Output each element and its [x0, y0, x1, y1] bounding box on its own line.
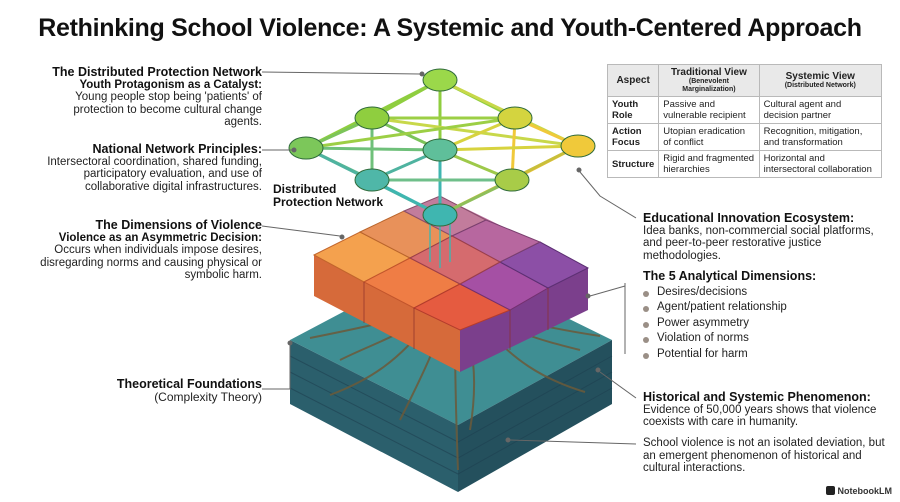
list-item: Power asymmetry [643, 316, 883, 332]
table-row: Action Focus Utopian eradication of conf… [606, 123, 883, 151]
national-principles-heading: National Network Principles: [92, 142, 262, 156]
theoretical-foundations-annotation: Theoretical Foundations (Complexity Theo… [34, 378, 262, 403]
historical-phenomenon-heading: Historical and Systemic Phenomenon: [643, 390, 871, 404]
analytical-dimensions-annotation: The 5 Analytical Dimensions: Desires/dec… [643, 270, 883, 362]
header-systemic-view: Systemic View(Distributed Network) [758, 64, 883, 97]
list-item: Agent/patient relationship [643, 300, 883, 316]
list-item: Potential for harm [643, 347, 883, 363]
emergent-phenomenon-text: School violence is not an isolated devia… [643, 437, 885, 474]
analytical-dimensions-list: Desires/decisions Agent/patient relation… [643, 285, 883, 363]
distributed-network-annotation: The Distributed Protection Network Youth… [34, 66, 262, 129]
violence-dimensions-heading: The Dimensions of Violence [95, 218, 262, 232]
national-principles-text: Intersectoral coordination, shared fundi… [47, 155, 262, 193]
header-aspect: Aspect [606, 64, 660, 97]
distributed-network-label: Distributed Protection Network [273, 182, 384, 209]
notebooklm-brand: NotebookLM [825, 486, 892, 496]
table-row: Structure Rigid and fragmented hierarchi… [606, 150, 883, 178]
historical-phenomenon-text: Evidence of 50,000 years shows that viol… [643, 403, 877, 429]
list-item: Desires/decisions [643, 285, 883, 301]
row-systemic-cell: Recognition, mitigation, and transformat… [758, 123, 883, 151]
table-row: Youth Role Passive and vulnerable recipi… [606, 96, 883, 124]
theoretical-foundations-heading: Theoretical Foundations [116, 377, 262, 391]
header-traditional-view: Traditional View(Benevolent Marginalizat… [658, 64, 760, 97]
asymmetric-decision-text: Occurs when individuals impose desires, … [40, 244, 262, 281]
comparison-table: Aspect Traditional View(Benevolent Margi… [606, 64, 883, 178]
page-title: Rethinking School Violence: A Systemic a… [38, 14, 862, 42]
youth-protagonism-subheading: Youth Protagonism as a Catalyst: [79, 78, 262, 91]
network-label: Distributed Protection Network [273, 183, 383, 209]
innovation-ecosystem-annotation: Educational Innovation Ecosystem: Idea b… [643, 212, 883, 262]
national-principles-annotation: National Network Principles: Intersector… [34, 143, 262, 193]
leader-lines [261, 71, 637, 445]
row-systemic-cell: Cultural agent and decision partner [758, 96, 883, 124]
youth-protagonism-text: Young people stop being 'patients' of pr… [73, 91, 262, 128]
innovation-ecosystem-heading: Educational Innovation Ecosystem: [643, 211, 855, 225]
dimensions-layer [312, 195, 590, 372]
row-aspect-cell: Action Focus [606, 123, 660, 151]
notebooklm-logo-icon [825, 486, 835, 495]
complexity-theory-text: (Complexity Theory) [154, 389, 262, 404]
row-aspect-cell: Structure [606, 150, 660, 178]
row-systemic-cell: Horizontal and intersectoral collaborati… [758, 150, 883, 178]
violence-dimensions-annotation: The Dimensions of Violence Violence as a… [34, 219, 262, 282]
protection-network [288, 68, 596, 268]
analytical-dimensions-heading: The 5 Analytical Dimensions: [643, 269, 817, 283]
emergent-phenomenon-annotation: School violence is not an isolated devia… [643, 437, 888, 475]
row-traditional-cell: Utopian eradication of conflict [658, 123, 760, 151]
innovation-ecosystem-text: Idea banks, non-commercial social platfo… [643, 224, 874, 262]
distributed-network-heading: The Distributed Protection Network [52, 65, 262, 79]
asymmetric-decision-subheading: Violence as an Asymmetric Decision: [58, 231, 262, 244]
table-header-row: Aspect Traditional View(Benevolent Margi… [606, 64, 883, 97]
historical-phenomenon-annotation: Historical and Systemic Phenomenon: Evid… [643, 391, 883, 429]
list-item: Violation of norms [643, 331, 883, 347]
row-traditional-cell: Rigid and fragmented hierarchies [658, 150, 760, 178]
row-traditional-cell: Passive and vulnerable recipient [658, 96, 760, 124]
row-aspect-cell: Youth Role [606, 96, 660, 124]
